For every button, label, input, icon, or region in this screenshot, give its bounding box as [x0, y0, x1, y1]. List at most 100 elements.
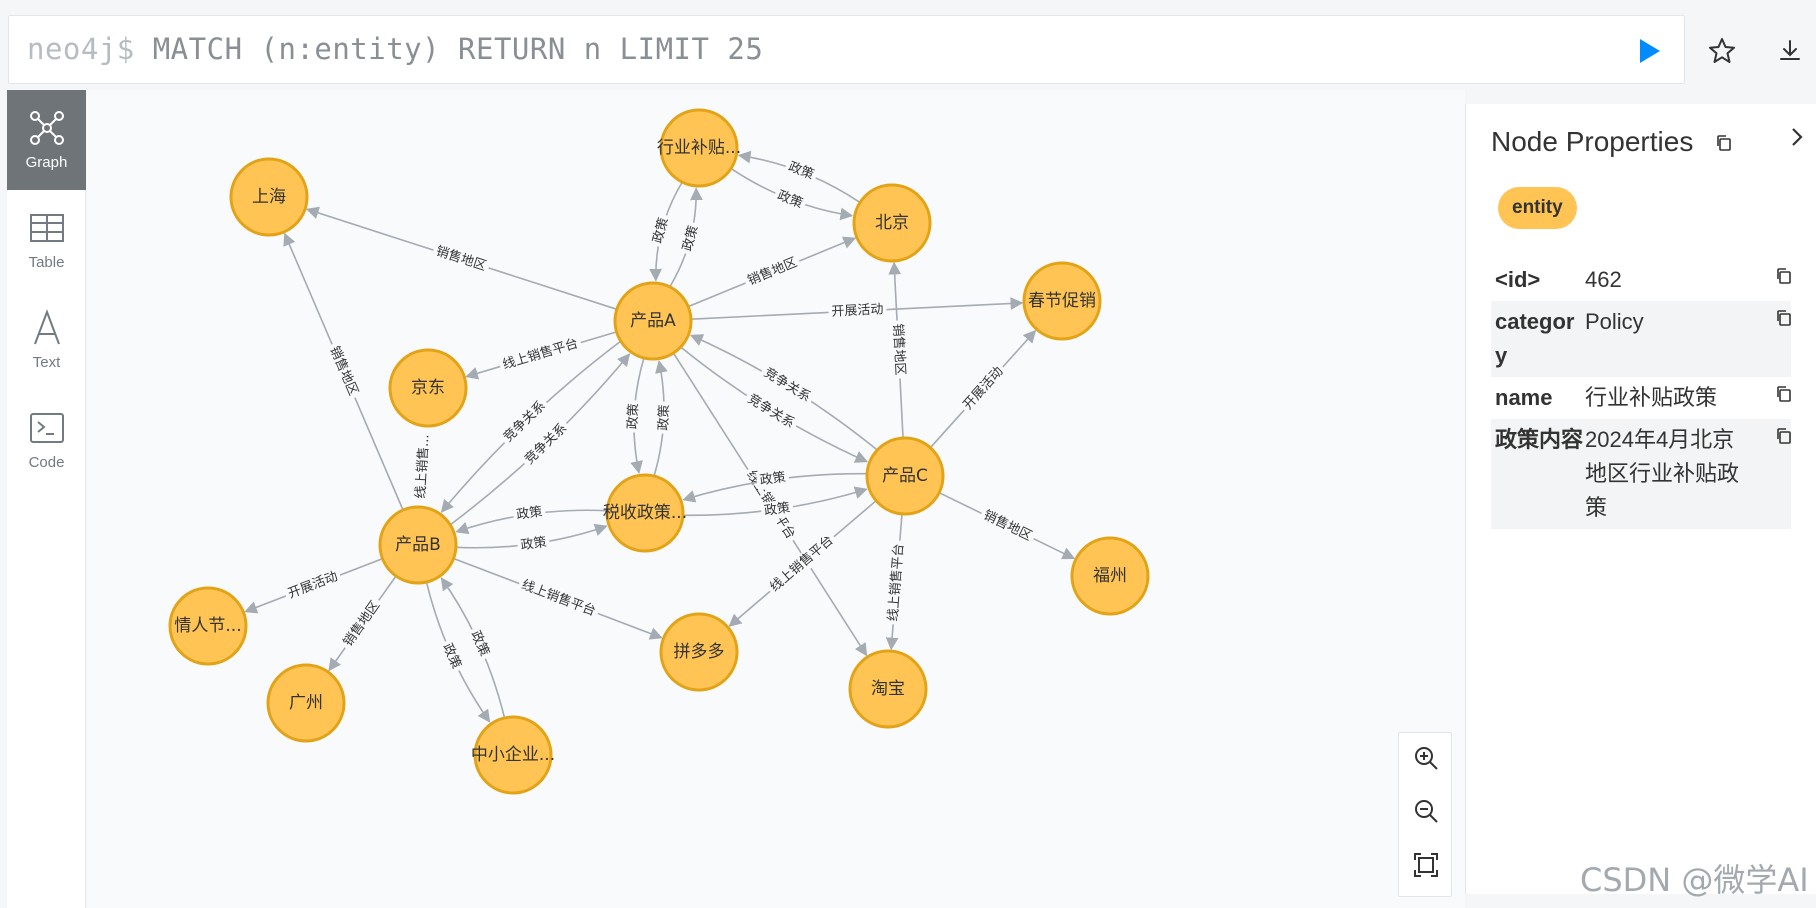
- tab-text[interactable]: Text: [7, 290, 86, 390]
- node-label: 产品B: [395, 535, 441, 555]
- tab-graph[interactable]: Graph: [7, 90, 86, 190]
- graph-canvas[interactable]: 政策政策政策政策销售地区销售地区开展活动线上销售平台竞争关系竞争关系竞争关系竞争…: [87, 90, 1465, 908]
- property-key: <id>: [1495, 267, 1541, 292]
- relationship-label: 销售地区: [745, 254, 799, 289]
- chevron-right-icon[interactable]: [1784, 122, 1810, 152]
- relationship-label-bg: [516, 533, 551, 556]
- relationship-label-bg: [430, 241, 492, 277]
- relationship-label-bg: [464, 625, 495, 662]
- node-circle[interactable]: [1070, 536, 1150, 616]
- graph-node-shanghai[interactable]: 上海: [229, 157, 309, 237]
- fit-to-screen-icon[interactable]: [1412, 851, 1440, 879]
- run-query-icon[interactable]: [1634, 36, 1664, 66]
- node-circle[interactable]: [659, 108, 739, 188]
- graph-node-chunjie[interactable]: 春节促销: [1022, 261, 1102, 341]
- node-label: 中小企业...: [471, 745, 555, 765]
- code-icon: [30, 413, 64, 443]
- node-circle[interactable]: [613, 281, 693, 361]
- graph-node-jingdong[interactable]: 京东: [388, 348, 468, 428]
- relationship-label: 开展活动: [831, 302, 884, 320]
- relationship-label: 竞争关系: [761, 365, 814, 406]
- graph-node-pinduoduo[interactable]: 拼多多: [659, 612, 739, 692]
- relationship-label: 政策: [625, 403, 642, 430]
- relationship-label: 线上销售平台: [519, 577, 598, 620]
- node-circle[interactable]: [865, 436, 945, 516]
- relationship-label-bg: [755, 468, 790, 491]
- favorite-star-icon[interactable]: [1707, 36, 1737, 66]
- node-circle[interactable]: [1022, 261, 1102, 341]
- panel-title: Node Properties: [1491, 126, 1694, 157]
- node-circle[interactable]: [168, 586, 248, 666]
- node-circle[interactable]: [378, 505, 458, 585]
- relationship-label: 线上销售平台: [501, 335, 580, 373]
- relationship-label: 开展活动: [286, 569, 340, 602]
- node-circle[interactable]: [266, 663, 346, 743]
- tab-code-label: Code: [28, 454, 65, 471]
- tab-code[interactable]: Code: [7, 390, 86, 490]
- graph-node-xingye[interactable]: 行业补贴...: [657, 108, 741, 188]
- relationship-label: 政策: [679, 224, 701, 253]
- copy-icon[interactable]: [1775, 385, 1793, 403]
- copy-icon[interactable]: [1775, 267, 1793, 285]
- graph-node-zhongxiao[interactable]: 中小企业...: [471, 715, 555, 795]
- graph-node-beijing[interactable]: 北京: [852, 183, 932, 263]
- property-key: 政策内容: [1495, 427, 1584, 452]
- relationship-label-bg: [497, 333, 584, 376]
- relationship-label: 政策: [775, 187, 805, 211]
- relationship-label: 销售地区: [326, 344, 361, 398]
- node-circle[interactable]: [659, 612, 739, 692]
- node-circle[interactable]: [852, 183, 932, 263]
- node-circle[interactable]: [388, 348, 468, 428]
- relationship-label-bg: [977, 505, 1038, 547]
- relationship-label-bg: [337, 595, 387, 653]
- node-circle[interactable]: [605, 473, 685, 553]
- node-label: 广州: [289, 693, 323, 713]
- relationship-label-bg: [518, 417, 574, 471]
- graph-svg[interactable]: 政策政策政策政策销售地区销售地区开展活动线上销售平台竞争关系竞争关系竞争关系竞争…: [87, 90, 1465, 908]
- graph-node-guangzhou[interactable]: 广州: [266, 663, 346, 743]
- relationship-label-bg: [771, 185, 809, 215]
- query-editor[interactable]: neo4j$ MATCH (n:entity) RETURN n LIMIT 2…: [8, 15, 1685, 84]
- graph-node-fuzhou[interactable]: 福州: [1070, 536, 1150, 616]
- node-circle[interactable]: [229, 157, 309, 237]
- relationship-label-bg: [323, 340, 364, 402]
- node-circle[interactable]: [848, 649, 928, 729]
- graph-node-shuishou[interactable]: 税收政策...: [603, 473, 687, 553]
- tab-table-label: Table: [28, 254, 65, 271]
- graph-node-chanpinC[interactable]: 产品C: [865, 436, 945, 516]
- node-label: 上海: [252, 187, 286, 207]
- graph-node-qingren[interactable]: 情人节...: [168, 586, 248, 666]
- graph-node-chanpinB[interactable]: 产品B: [378, 505, 458, 585]
- node-circle[interactable]: [473, 715, 553, 795]
- relationship-label-bg: [623, 399, 644, 433]
- copy-icon[interactable]: [1715, 134, 1733, 152]
- graph-icon: [30, 111, 64, 145]
- node-label: 税收政策...: [603, 503, 687, 523]
- copy-icon[interactable]: [1775, 309, 1793, 327]
- editor-query[interactable]: MATCH (n:entity) RETURN n LIMIT 25: [134, 32, 764, 66]
- relationship-label: 政策: [515, 504, 543, 523]
- text-icon: [34, 309, 60, 345]
- relationship-label-bg: [782, 156, 820, 186]
- zoom-out-icon[interactable]: [1412, 797, 1440, 825]
- query-text[interactable]: neo4j$ MATCH (n:entity) RETURN n LIMIT 2…: [27, 32, 763, 66]
- graph-node-taobao[interactable]: 淘宝: [848, 649, 928, 729]
- label-badge-entity[interactable]: entity: [1498, 187, 1577, 229]
- property-key: name: [1495, 385, 1553, 410]
- graph-node-chanpinA[interactable]: 产品A: [613, 281, 693, 361]
- property-value: 462: [1585, 267, 1622, 292]
- zoom-in-icon[interactable]: [1412, 744, 1440, 772]
- copy-icon[interactable]: [1775, 427, 1793, 445]
- relationship-label-bg: [512, 502, 547, 525]
- relationship-label: 销售地区: [434, 243, 488, 274]
- relationship-label: 线上销售...: [412, 434, 432, 499]
- node-label: 产品A: [630, 311, 676, 331]
- editor-prompt: neo4j$: [27, 32, 135, 66]
- download-icon[interactable]: [1775, 36, 1805, 66]
- node-label: 春节促销: [1028, 291, 1096, 311]
- node-label: 京东: [411, 378, 445, 398]
- tab-table[interactable]: Table: [7, 190, 86, 290]
